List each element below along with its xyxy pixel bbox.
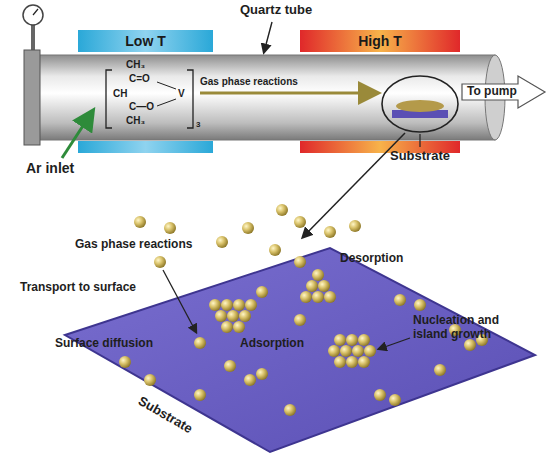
formula-text: CH₃ xyxy=(126,115,145,127)
process-label: Surface diffusion xyxy=(55,337,153,351)
low-temperature-zone: Low T xyxy=(78,30,213,52)
substrate-label: Substrate xyxy=(390,149,450,164)
high-temperature-zone: High T xyxy=(300,30,460,52)
formula-text: CH₃ xyxy=(126,59,145,71)
pump-label: To pump xyxy=(467,85,517,99)
process-label: Nucleation and island growth xyxy=(413,314,531,342)
inlet-label: Ar inlet xyxy=(26,160,74,176)
formula-text: C—O xyxy=(129,101,154,113)
formula-text: CH xyxy=(113,88,127,100)
tube-label: Quartz tube xyxy=(240,3,312,18)
formula-text: C=O xyxy=(129,73,150,85)
zone-label: High T xyxy=(358,33,402,49)
process-label: Gas phase reactions xyxy=(75,238,192,252)
process-label: Desorption xyxy=(340,252,403,266)
process-label: Transport to surface xyxy=(20,281,136,295)
formula-text: V xyxy=(178,88,185,100)
zone-label: Low T xyxy=(125,33,165,49)
formula-subscript: 3 xyxy=(196,120,200,129)
process-label: Adsorption xyxy=(240,337,304,351)
flow-label: Gas phase reactions xyxy=(200,76,298,88)
